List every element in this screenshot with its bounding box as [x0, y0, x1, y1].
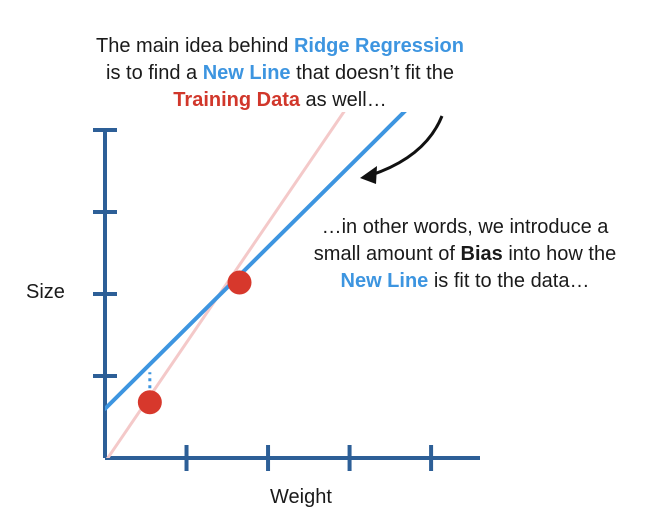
data-point-1 — [137, 390, 162, 415]
new-line-term: New Line — [202, 62, 291, 84]
right-caption-line-2: small amount of Bias into how the — [313, 243, 617, 265]
data-point-2 — [227, 270, 252, 295]
top-caption-line-1: The main idea behind Ridge Regression — [96, 35, 464, 57]
right-caption-line-3: New Line is fit to the data… — [340, 270, 590, 292]
top-caption-line-3: Training Data as well… — [173, 89, 387, 111]
ridge-regression-term: Ridge Regression — [293, 35, 464, 57]
right-caption: …in other words, we introduce a small am… — [270, 214, 660, 295]
y-axis-label: Size — [26, 281, 65, 303]
training-data-term: Training Data — [173, 89, 300, 111]
arrow-head-icon — [360, 166, 377, 184]
right-caption-line-1: …in other words, we introduce a — [321, 216, 609, 238]
arrow-curve — [367, 115, 444, 178]
top-caption: The main idea behind Ridge Regression is… — [40, 33, 520, 114]
new-line-term-2: New Line — [340, 270, 429, 292]
x-axis-label: Weight — [270, 486, 332, 508]
bias-term: Bias — [460, 243, 503, 265]
new-line — [105, 112, 407, 411]
top-caption-line-2: is to find a New Line that doesn’t fit t… — [106, 62, 454, 84]
